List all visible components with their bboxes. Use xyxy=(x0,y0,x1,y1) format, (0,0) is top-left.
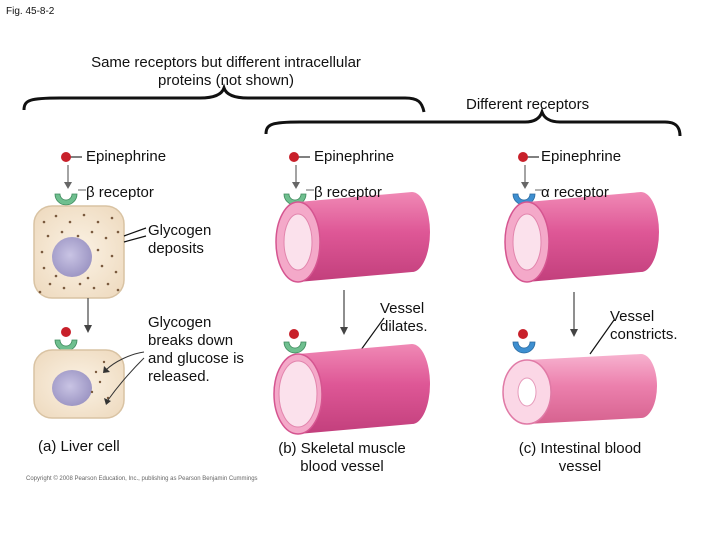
copyright-notice: Copyright © 2008 Pearson Education, Inc.… xyxy=(26,476,258,482)
column-b-graphics xyxy=(273,152,430,435)
caption-c: (c) Intestinal blood vessel xyxy=(518,440,642,475)
epinephrine-label-c: Epinephrine xyxy=(541,148,622,165)
epinephrine-label-b: Epinephrine xyxy=(314,148,395,165)
epinephrine-label-a: Epinephrine xyxy=(86,148,167,165)
nucleus xyxy=(52,370,92,406)
epinephrine-icon xyxy=(61,327,71,337)
caption-b: (b) Skeletal muscle blood vessel xyxy=(278,440,406,475)
column-a-graphics xyxy=(33,152,147,419)
alpha-receptor-icon xyxy=(512,341,536,354)
different-receptors-label: Different receptors xyxy=(466,96,590,113)
vessel-constricts-label: Vessel constricts. xyxy=(610,308,678,343)
epinephrine-icon xyxy=(289,329,299,339)
vessel-top xyxy=(275,192,430,283)
beta-receptor-icon xyxy=(54,339,78,352)
glycogen-breakdown-label: Glycogen breaks down and glucose is rele… xyxy=(148,314,244,385)
epinephrine-icon xyxy=(61,152,82,162)
figure-label: Fig. 45-8-2 xyxy=(6,6,55,17)
receptor-label-a: β receptor xyxy=(86,184,154,201)
different-receptors-bracket xyxy=(264,107,682,137)
receptor-label-c: α receptor xyxy=(541,184,609,201)
vessel-constricted xyxy=(502,354,657,425)
receptor-label-b: β receptor xyxy=(314,184,382,201)
beta-receptor-icon xyxy=(283,341,307,354)
glycogen-deposits-label: Glycogen deposits xyxy=(148,222,212,257)
beta-receptor-icon xyxy=(54,193,78,206)
same-receptors-label: Same receptors but different intracellul… xyxy=(91,54,361,89)
same-receptors-bracket xyxy=(22,83,426,113)
epinephrine-icon xyxy=(518,152,539,162)
epinephrine-icon xyxy=(518,329,528,339)
column-c-graphics xyxy=(502,152,659,425)
vessel-top xyxy=(504,192,659,283)
vessel-dilates-label: Vessel dilates. xyxy=(380,300,428,335)
vessel-dilated xyxy=(273,344,430,435)
nucleus xyxy=(52,237,92,277)
caption-a: (a) Liver cell xyxy=(38,438,120,455)
epinephrine-icon xyxy=(289,152,310,162)
